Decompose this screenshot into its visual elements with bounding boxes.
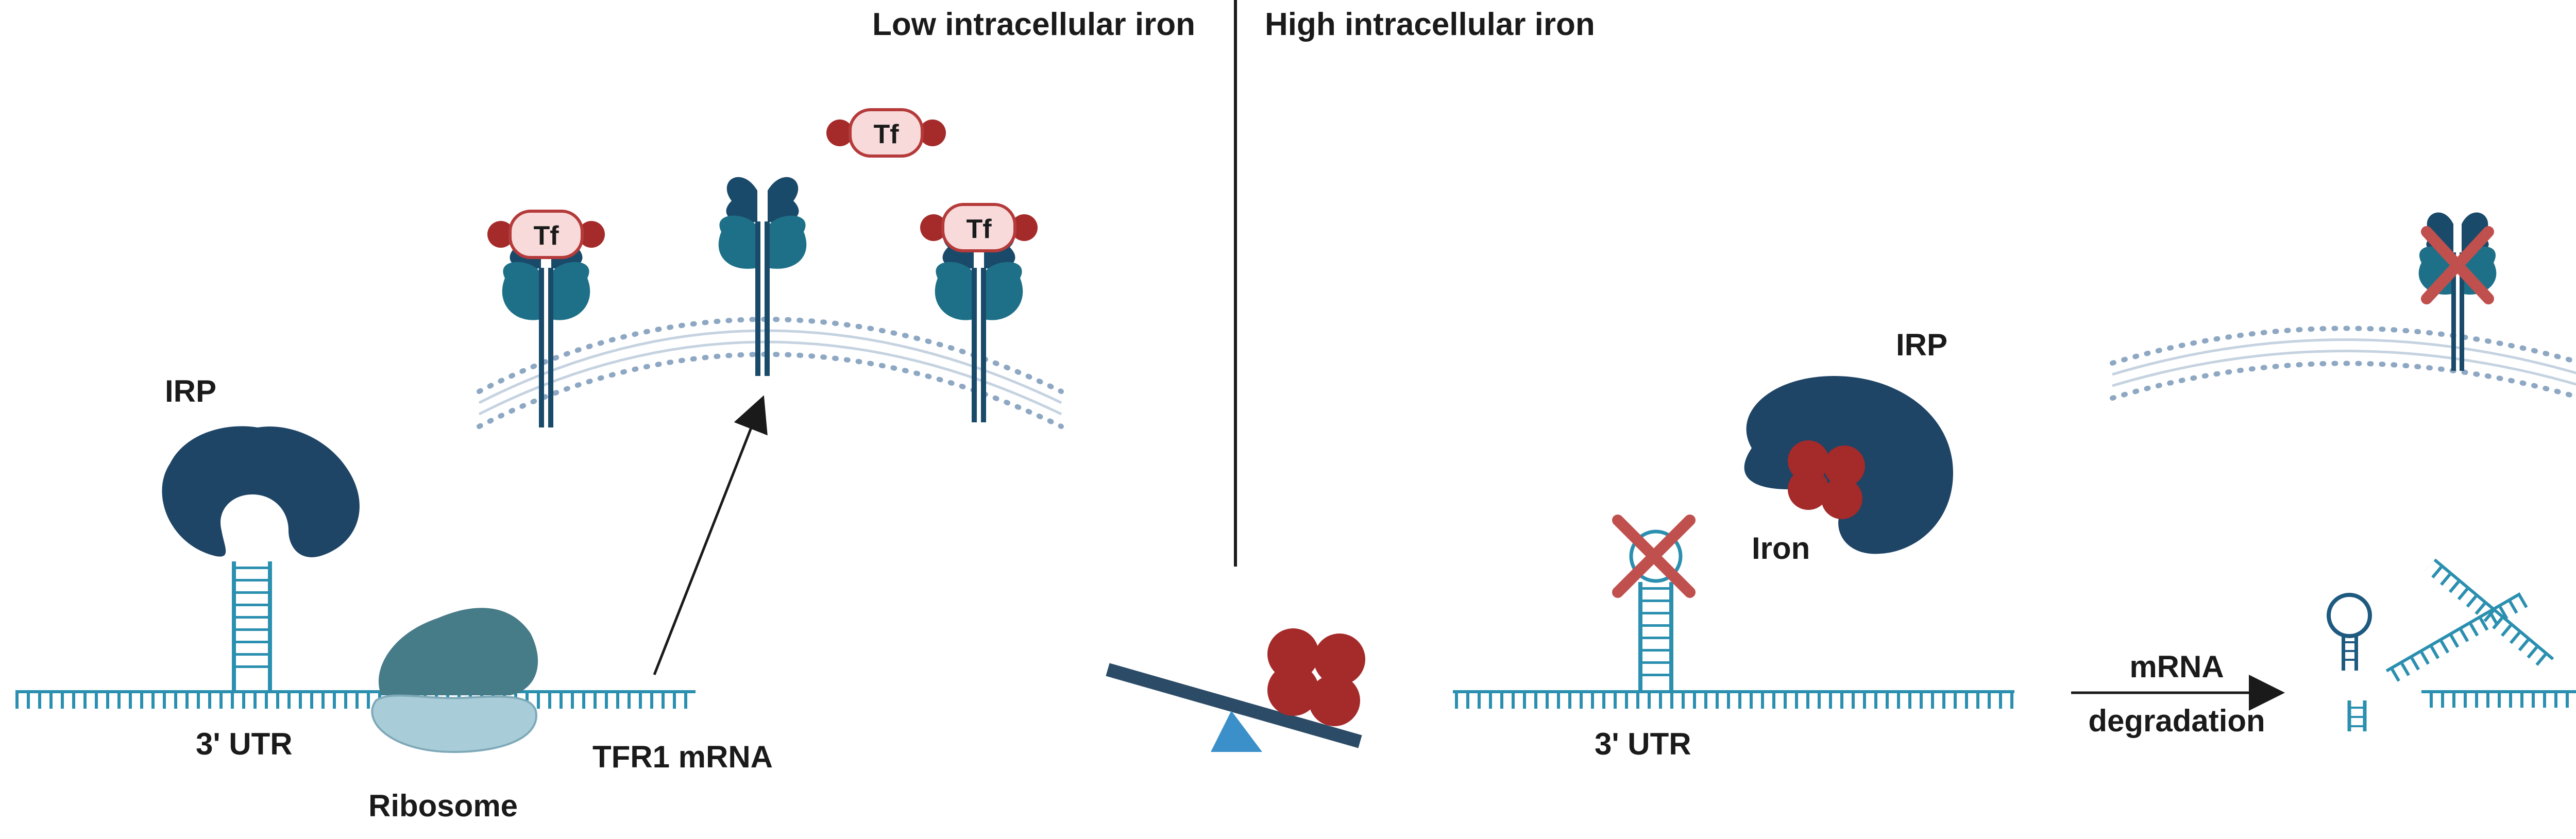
irp-label-low: IRP: [165, 374, 216, 408]
utr-label-low: 3' UTR: [196, 727, 293, 761]
arrow-icon: [653, 395, 768, 675]
panel-title-low: Low intracellular iron: [872, 7, 1195, 42]
cross-icon: [1612, 515, 1696, 598]
iron-cluster-icon: [1788, 440, 1865, 519]
irp-protein-icon: [162, 426, 360, 557]
iron-label: Iron: [1752, 531, 1810, 566]
utr-label-high: 3' UTR: [1595, 727, 1691, 761]
ribosome-icon: [371, 608, 538, 754]
mrna-fragment-icon: [2347, 700, 2367, 731]
membrane-icon: [2110, 326, 2576, 401]
tf-label-1: Tf: [533, 221, 559, 251]
mrna-strand-icon: [1453, 529, 2014, 709]
mrna-strand-icon: [15, 561, 696, 709]
transferrin-icon: Tf: [487, 210, 605, 259]
panel-title-high: High intracellular iron: [1265, 7, 1595, 42]
transferrin-receptor-icon: [935, 225, 1023, 422]
mrna-degradation-label-1: mRNA: [2129, 649, 2224, 684]
mrna-fragment-icon: [2421, 690, 2576, 708]
seesaw-icon: [1106, 663, 1362, 752]
mrna-fragment-icon: [2327, 593, 2372, 671]
tf-label-2: Tf: [873, 119, 899, 149]
cross-icon: [2421, 226, 2494, 304]
tf-label-3: Tf: [966, 214, 992, 244]
irp-label-high: IRP: [1896, 328, 1947, 362]
transferrin-icon: Tf: [920, 203, 1038, 252]
tfr1-mrna-label: TFR1 mRNA: [592, 740, 773, 774]
transferrin-receptor-icon: [718, 177, 807, 376]
mrna-degradation-label-2: degradation: [2088, 704, 2265, 738]
iron-cluster-icon: [1267, 628, 1365, 726]
ribosome-label: Ribosome: [368, 789, 518, 823]
transferrin-icon: Tf: [826, 108, 946, 158]
mrna-fragment-icon: [2425, 558, 2554, 671]
